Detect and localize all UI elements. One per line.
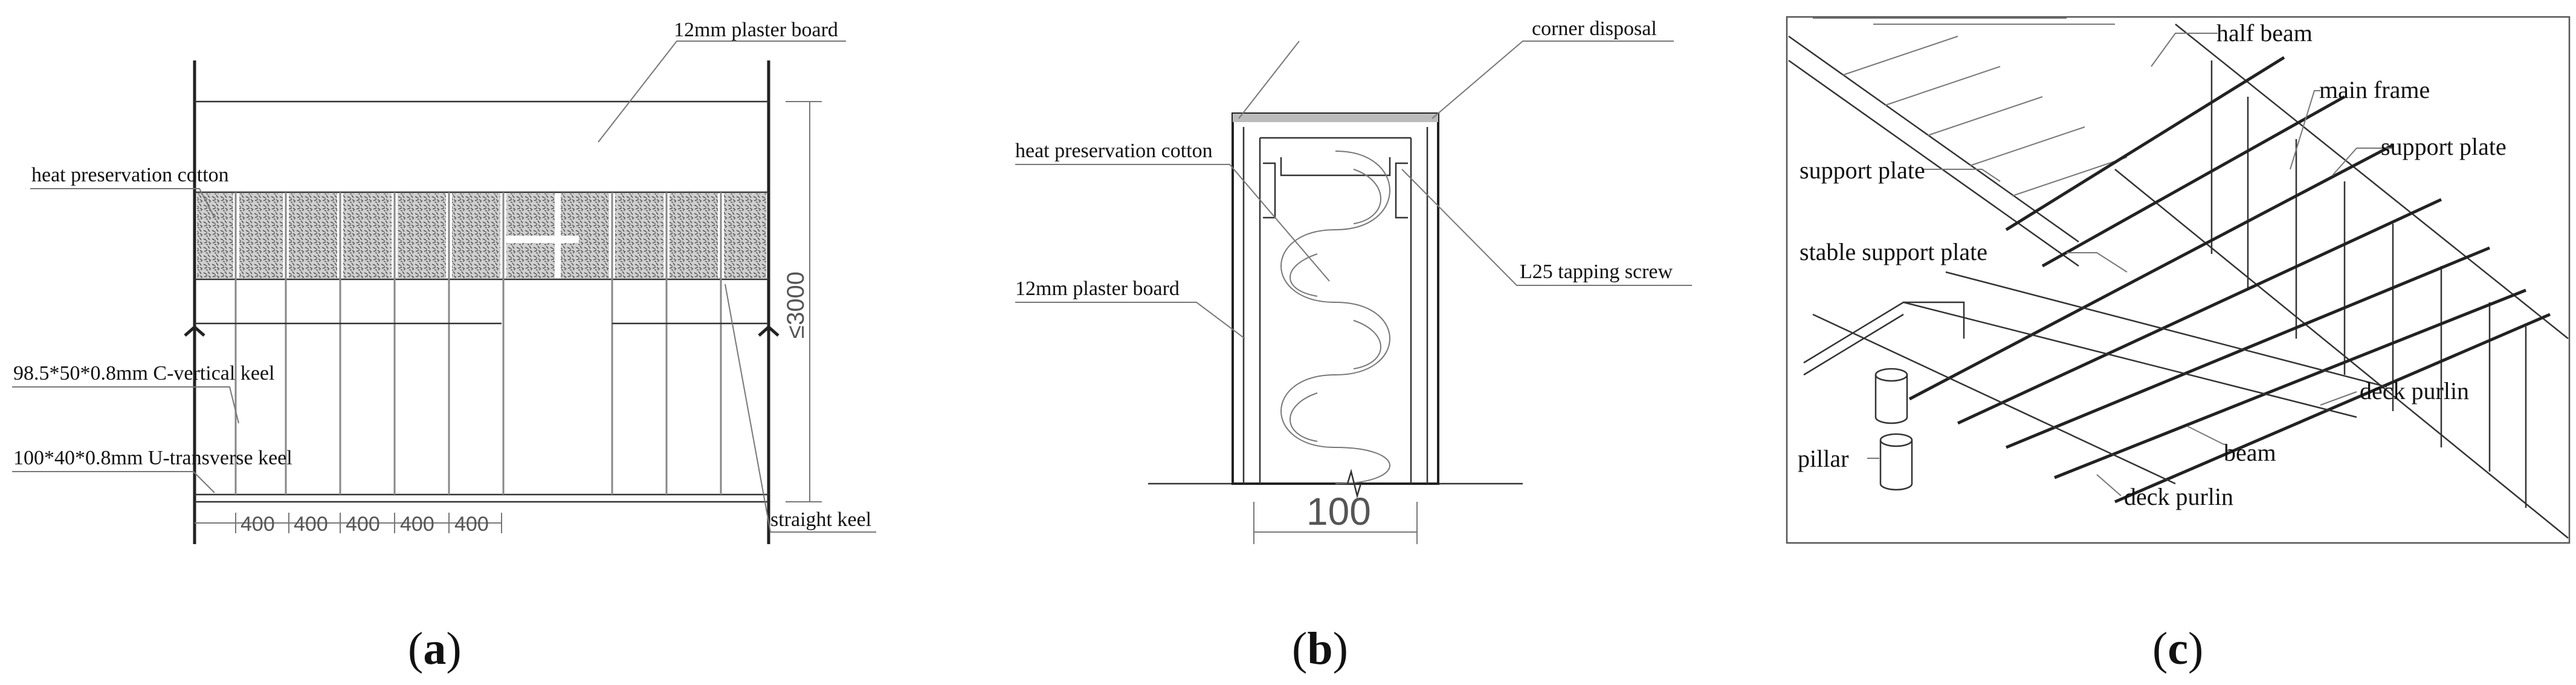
spacing-5: 400 — [454, 513, 489, 536]
label-support-plate-left: support plate — [1800, 157, 1925, 184]
width-label: 100 — [1306, 490, 1371, 533]
leader-screw — [1401, 169, 1692, 286]
caption-b-letter: b — [1307, 623, 1332, 674]
leader-plaster — [1015, 302, 1245, 339]
leader-corner — [1432, 41, 1674, 119]
panel-b: 100 corner disposal heat preservation co… — [1015, 18, 1692, 544]
leader-support-right — [2332, 148, 2393, 176]
leader-cotton — [30, 188, 215, 218]
vertical-keels — [234, 192, 722, 495]
label-half-beam: half beam — [2216, 19, 2313, 47]
label-support-plate-right: support plate — [2381, 133, 2507, 160]
leader-deck2 — [2096, 474, 2122, 496]
label-plaster-b: 12mm plaster board — [1015, 278, 1180, 300]
label-straight-keel: straight keel — [770, 508, 871, 531]
spacing-ticks — [235, 513, 502, 533]
roof-edge — [1813, 18, 2115, 25]
panel-c: half beam main frame support plate suppo… — [1786, 16, 2571, 544]
top-cap — [1233, 114, 1438, 122]
label-tapping-screw: L25 tapping screw — [1520, 261, 1673, 283]
leader-straight — [725, 284, 876, 533]
support-plate-top — [1788, 35, 2079, 267]
label-deck-purlin-1: deck purlin — [2360, 377, 2469, 404]
cotton-blocks — [197, 193, 766, 278]
leader-deck1 — [2320, 391, 2357, 406]
pillar-upper — [1874, 368, 1908, 424]
break-mark-left — [184, 325, 205, 337]
spacing-4: 400 — [400, 513, 434, 536]
main-frame — [2210, 60, 2527, 508]
caption-b: (b) — [1292, 623, 1348, 674]
captions: (a) (b) (c) — [408, 623, 2203, 674]
leader-half-beam — [2151, 33, 2218, 67]
deck-purlins — [1812, 271, 2387, 485]
label-c-keel: 98.5*50*0.8mm C-vertical keel — [13, 362, 274, 385]
floor-edge-right — [2114, 169, 2569, 539]
beams — [1908, 56, 2551, 504]
wall-section — [1232, 112, 1439, 485]
spacing-2: 400 — [294, 513, 328, 536]
clip-left — [1263, 162, 1276, 219]
top-rungs — [1842, 36, 2128, 196]
caption-c: (c) — [2152, 623, 2203, 674]
label-stable-plate: stable support plate — [1800, 238, 1987, 265]
stable-plate — [1803, 301, 1965, 376]
caption-a: (a) — [408, 623, 462, 674]
leader-cotton — [1015, 164, 1330, 282]
label-corner-disposal: corner disposal — [1532, 18, 1657, 40]
break-symbol — [1346, 469, 1362, 499]
label-heat-cotton-b: heat preservation cotton — [1015, 140, 1213, 162]
caption-c-letter: c — [2168, 623, 2188, 674]
label-pillar: pillar — [1798, 445, 1848, 472]
clip-right — [1395, 162, 1408, 219]
height-label: ≤3000 — [783, 271, 809, 339]
pillar-lower — [1879, 433, 1913, 491]
leader-plaster — [598, 41, 846, 143]
label-u-keel: 100*40*0.8mm U-transverse keel — [13, 447, 292, 469]
label-deck-purlin-2: deck purlin — [2124, 483, 2233, 510]
leader-main-frame — [2290, 90, 2320, 170]
leader-u-keel — [12, 471, 215, 493]
cotton-wave — [1280, 151, 1390, 484]
label-plaster-board: 12mm plaster board — [674, 19, 838, 41]
label-beam: beam — [2224, 439, 2276, 466]
spacing-3: 400 — [346, 513, 380, 536]
channel-top — [1280, 157, 1391, 177]
caption-a-letter: a — [423, 623, 446, 674]
leader-corner-2 — [1238, 41, 1300, 119]
leader-support-left — [1922, 169, 2001, 182]
leader-beam — [2187, 426, 2224, 445]
cotton-wave-inner — [1290, 169, 1381, 442]
break-mark-right — [758, 325, 780, 337]
leader-c-keel — [12, 386, 239, 424]
support-plate-right — [2175, 24, 2569, 339]
spacing-1: 400 — [240, 513, 275, 536]
leader-stable — [2067, 252, 2128, 273]
label-main-frame: main frame — [2319, 76, 2430, 103]
label-heat-cotton: heat preservation cotton — [31, 164, 229, 186]
panel-a: ≤3000 400 400 400 400 400 12mm plaster b… — [12, 19, 876, 544]
panel-c-frame — [1786, 16, 2571, 544]
